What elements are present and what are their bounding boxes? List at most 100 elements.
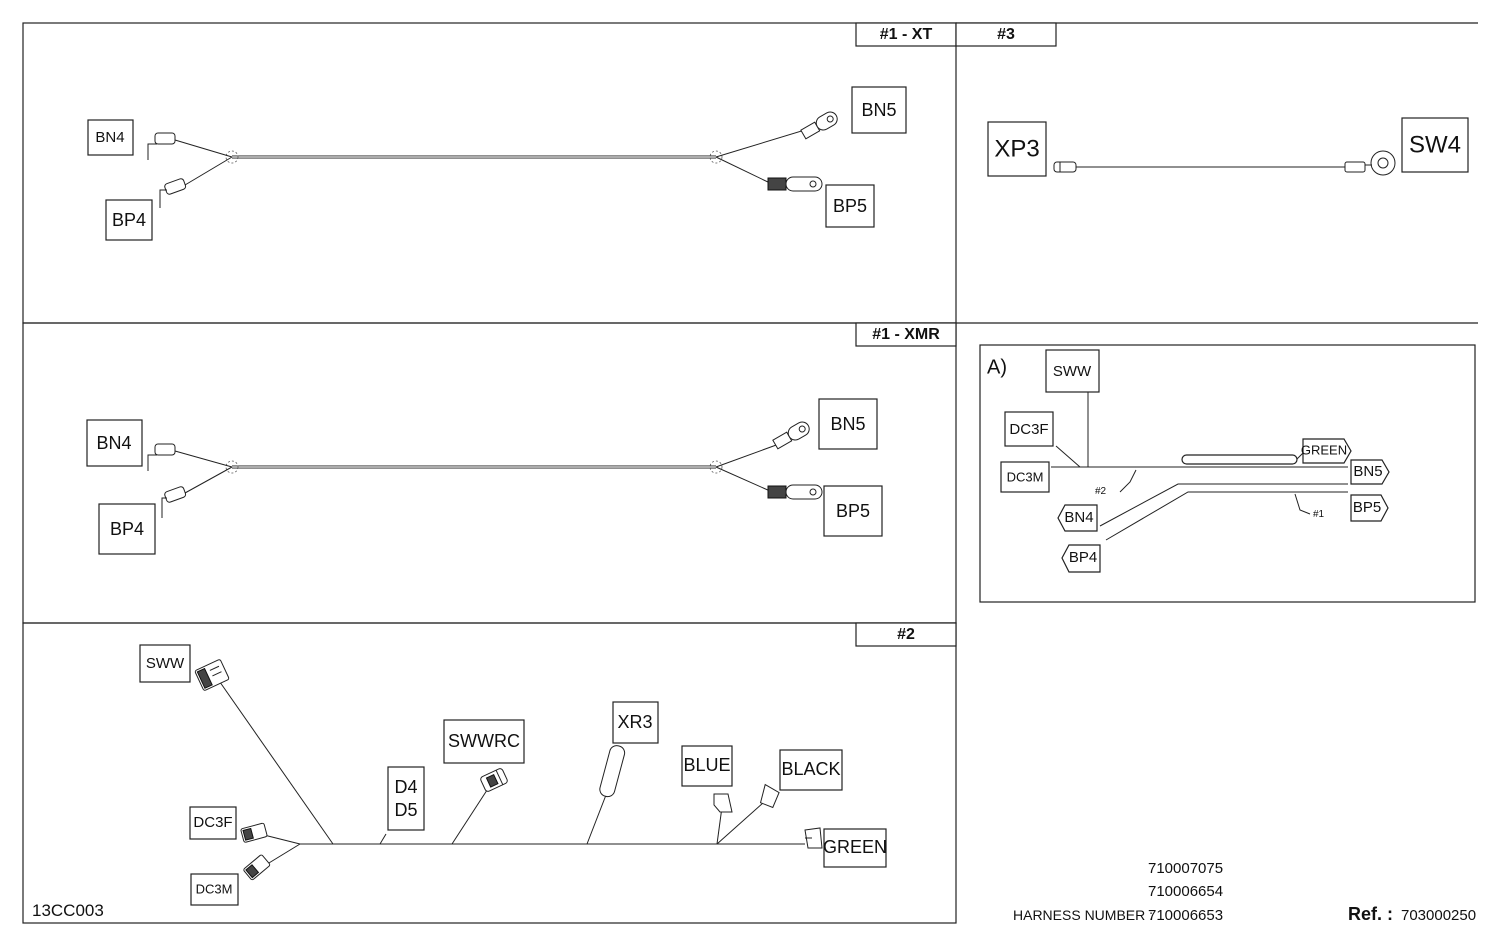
panel-a-title: A) bbox=[987, 356, 1007, 378]
panel-2-tag: #2 bbox=[897, 626, 915, 643]
p2-dc3m-wire bbox=[263, 843, 301, 867]
p2-blue-label: BLUE bbox=[683, 755, 730, 775]
panel-a: A) #2 #1 SWW DC3F DC3M GREEN BN5 BP5 BN4… bbox=[979, 344, 1476, 603]
a-dc3f-label-box bbox=[1004, 411, 1054, 447]
xt-bp4-connector-icon bbox=[159, 178, 187, 208]
harness-number-3: 710006653 bbox=[1148, 907, 1223, 924]
p2-sww-label: SWW bbox=[146, 655, 185, 672]
p2-black-label: BLACK bbox=[781, 759, 840, 779]
p3-xp3-label: XP3 bbox=[994, 135, 1039, 162]
xmr-bn5-label-box bbox=[818, 398, 878, 450]
p2-dc3f-label: DC3F bbox=[193, 814, 232, 831]
xt-bp5-label: BP5 bbox=[833, 196, 867, 216]
xt-bp4-label: BP4 bbox=[112, 210, 146, 230]
p2-xr3-wire bbox=[586, 794, 607, 845]
xmr-bp5-label: BP5 bbox=[836, 501, 870, 521]
p2-dc3m-label-box bbox=[190, 873, 239, 906]
xmr-bp4-label: BP4 bbox=[110, 519, 144, 539]
p2-sww-wire bbox=[214, 674, 334, 845]
a-note-1-leader bbox=[1294, 493, 1311, 515]
p2-blue-terminal-icon bbox=[713, 793, 733, 813]
panel-2: SWW SWWRC XR3 D4 D5 BLUE BLACK GREEN DC3… bbox=[139, 644, 887, 906]
panel-xmr-frame bbox=[22, 322, 957, 624]
xmr-bp5-ring-terminal-icon bbox=[767, 484, 823, 500]
p2-green-label: GREEN bbox=[823, 837, 887, 857]
a-bn4-tag bbox=[1057, 504, 1098, 532]
xmr-splice-left bbox=[225, 460, 239, 474]
panel-xt-frame bbox=[22, 22, 957, 324]
p2-sww-connector-icon bbox=[194, 659, 230, 691]
p2-dc3f-connector-icon bbox=[240, 822, 268, 843]
xmr-wire-bp5 bbox=[715, 466, 771, 492]
p2-swwrc-connector-icon bbox=[480, 768, 508, 792]
xt-bp5-label-box bbox=[825, 184, 875, 228]
panel-xmr-tag: #1 - XMR bbox=[872, 326, 940, 343]
harness-number-label: HARNESS NUMBER : bbox=[1013, 907, 1153, 923]
xmr-bn5-label: BN5 bbox=[830, 414, 865, 434]
panel-3: XP3 SW4 bbox=[987, 117, 1469, 177]
a-bp5-label: BP5 bbox=[1353, 499, 1381, 516]
p2-d5-label: D5 bbox=[394, 800, 417, 820]
a-bp4-tag bbox=[1061, 544, 1101, 573]
p3-xp3-connector-icon bbox=[1053, 161, 1077, 173]
xmr-bp4-label-box bbox=[98, 503, 156, 555]
p2-black-terminal-icon bbox=[759, 783, 780, 809]
harness-number-1: 710007075 bbox=[1148, 860, 1223, 877]
drawing-id: 13CC003 bbox=[32, 901, 104, 920]
p2-d4-label: D4 bbox=[394, 777, 417, 797]
panel-xmr-tab bbox=[855, 322, 957, 347]
a-bn5-tag bbox=[1350, 459, 1390, 485]
xt-splice-right bbox=[709, 150, 723, 164]
p2-xr3-sleeve-icon bbox=[599, 745, 626, 798]
xt-bn5-label: BN5 bbox=[861, 100, 896, 120]
panel-2-tab bbox=[855, 622, 957, 647]
xt-bn5-ring-terminal-icon bbox=[800, 111, 838, 140]
p2-dc3m-connector-icon bbox=[243, 854, 271, 881]
p2-green-label-box bbox=[823, 828, 887, 868]
panel-a-frame bbox=[979, 344, 1476, 603]
p2-blue-label-box bbox=[681, 745, 733, 787]
a-dc3m-label-box bbox=[1000, 461, 1050, 493]
xmr-splice-right bbox=[709, 460, 723, 474]
xt-wire-bp5 bbox=[715, 156, 771, 184]
xt-bp4-label-box bbox=[105, 199, 153, 241]
a-dc3m-label: DC3M bbox=[1007, 469, 1044, 484]
a-green-tag bbox=[1302, 438, 1352, 464]
p3-xp3-label-box bbox=[987, 121, 1047, 177]
p2-d4d5-label-box bbox=[387, 766, 425, 831]
p2-black-label-box bbox=[779, 749, 843, 791]
p2-swwrc-label-box bbox=[443, 719, 525, 764]
panel-xt-tag: #1 - XT bbox=[880, 26, 933, 43]
xmr-wire-bn4 bbox=[174, 450, 233, 468]
xt-wire-bp4 bbox=[184, 156, 233, 186]
p2-sww-label-box bbox=[139, 644, 191, 683]
panel-xmr: BN4 BP4 BN5 BP5 bbox=[86, 398, 883, 555]
a-harness-1-line-bottom bbox=[1105, 491, 1348, 541]
p3-sw4-ring-terminal-icon bbox=[1344, 150, 1396, 176]
p2-d4d5-wire bbox=[379, 833, 387, 845]
a-bp5-tag bbox=[1350, 494, 1389, 522]
a-green-label: GREEN bbox=[1301, 442, 1347, 457]
harness-number-2: 710006654 bbox=[1148, 883, 1223, 900]
xt-splice-left bbox=[225, 150, 239, 164]
p2-dc3m-label: DC3M bbox=[196, 881, 233, 896]
a-note-2-leader bbox=[1119, 469, 1137, 493]
xt-wire-bn4 bbox=[174, 139, 233, 158]
xmr-bn5-ring-terminal-icon bbox=[772, 421, 810, 450]
panel-3-tag: #3 bbox=[997, 26, 1015, 43]
panel-2-frame bbox=[22, 622, 957, 924]
p2-swwrc-wire bbox=[451, 783, 492, 845]
panel-xt: BN4 BP4 BN5 BP5 bbox=[87, 86, 907, 241]
a-note-1: #1 bbox=[1313, 509, 1325, 520]
p3-sw4-label-box bbox=[1401, 117, 1469, 173]
a-note-2: #2 bbox=[1095, 486, 1107, 497]
xmr-bn4-label: BN4 bbox=[96, 433, 131, 453]
xmr-wire-bp4 bbox=[184, 466, 233, 494]
p2-xr3-label: XR3 bbox=[617, 712, 652, 732]
p2-swwrc-label: SWWRC bbox=[448, 731, 520, 751]
p2-xr3-label-box bbox=[612, 701, 659, 744]
p2-dc3f-label-box bbox=[189, 806, 237, 840]
a-green-loop bbox=[1181, 454, 1298, 465]
a-bn5-label: BN5 bbox=[1353, 463, 1382, 480]
